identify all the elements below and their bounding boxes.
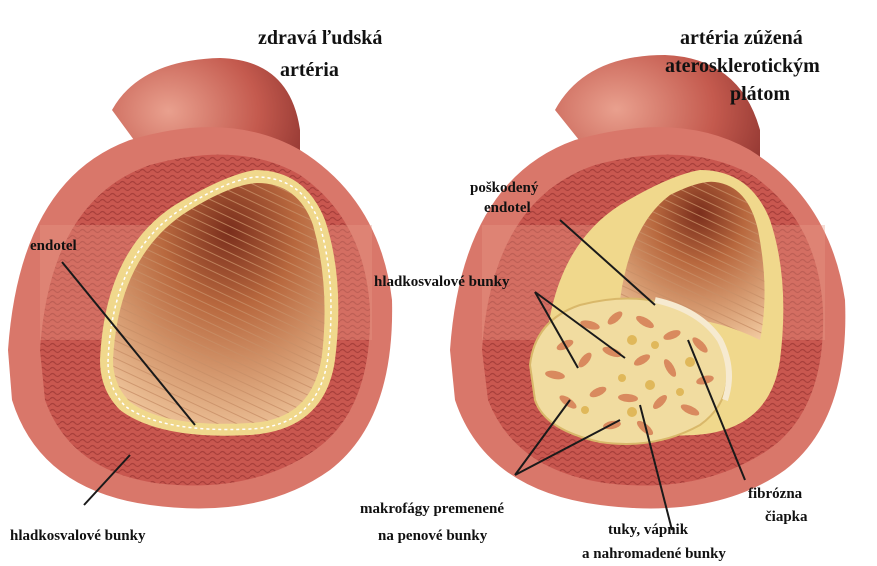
right-title-line3: plátom <box>730 83 790 105</box>
right-title-line2: aterosklerotickým <box>665 55 820 77</box>
right-label-fats-line1: tuky, vápnik <box>608 522 689 538</box>
right-label-damaged-endothelium-line2: endotel <box>484 200 531 216</box>
right-label-macrophages-line1: makrofágy premenené <box>360 501 504 517</box>
right-label-fibrous-cap-line1: fibrózna <box>748 486 803 502</box>
right-label-fats-line2: a nahromadené bunky <box>582 546 726 562</box>
left-title-line1: zdravá ľudská <box>258 27 382 49</box>
left-title-line2: artéria <box>280 59 339 81</box>
left-label-smooth-muscle: hladkosvalové bunky <box>10 528 146 544</box>
left-label-endothelium: endotel <box>30 238 77 254</box>
right-title-line1: artéria zúžená <box>680 27 803 49</box>
right-label-damaged-endothelium-line1: poškodený <box>470 180 539 196</box>
left-artery-illustration <box>8 58 392 508</box>
right-label-macrophages-line2: na penové bunky <box>378 528 488 544</box>
right-label-fibrous-cap-line2: čiapka <box>765 509 808 525</box>
right-label-smooth-muscle: hladkosvalové bunky <box>374 274 510 290</box>
